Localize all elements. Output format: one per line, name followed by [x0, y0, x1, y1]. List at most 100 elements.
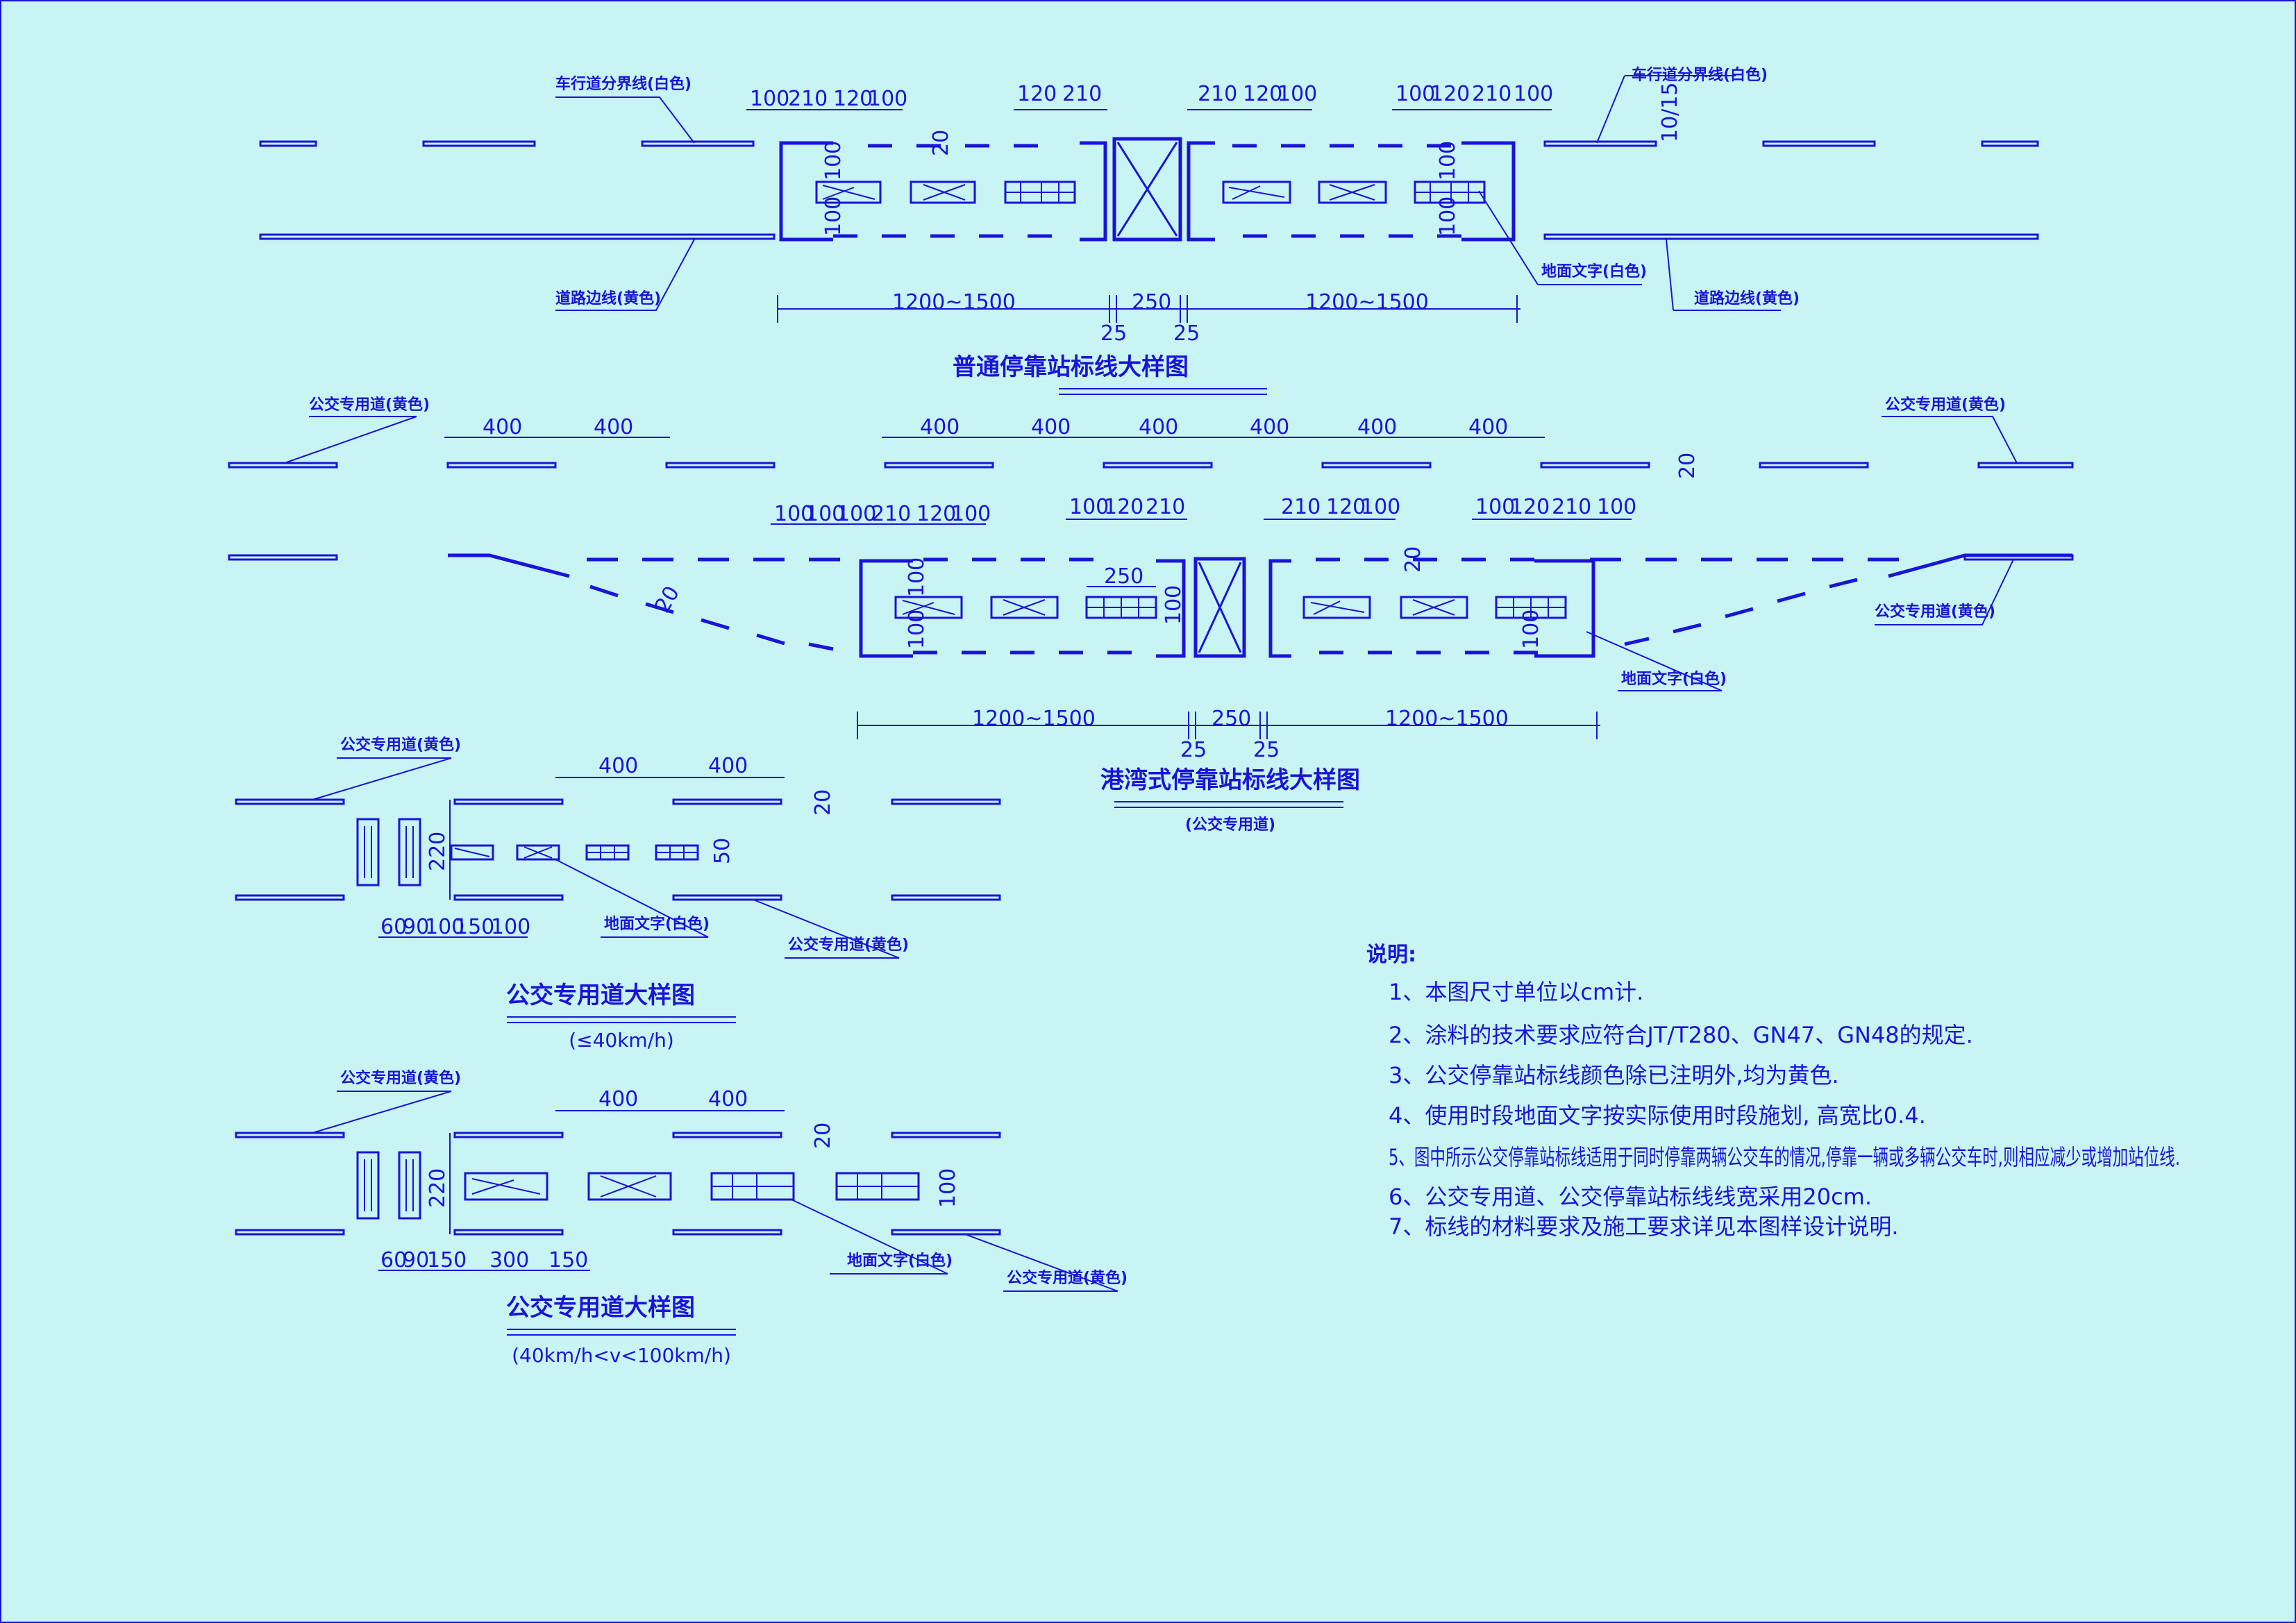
fig1-leaders: [555, 75, 1781, 311]
fig4-lines: [235, 1132, 1001, 1236]
fig4-dim: 150: [548, 1248, 588, 1272]
fig3-dim-400: 400: [708, 754, 748, 778]
fig2-dim-20: 20: [1675, 453, 1700, 479]
fig4-dim: 90: [403, 1248, 429, 1272]
fig2-leader-ground: [1586, 631, 1723, 691]
fig2-dim: 100: [774, 502, 814, 526]
figure-2-bay-bus-stop: 400 400 400 400 400 400 400 400 20 100 1…: [228, 396, 2074, 834]
ground-text-glyph: [450, 844, 494, 861]
fig2-dim-400: 400: [1357, 415, 1397, 439]
fig3-subtitle: (≤40km/h): [569, 1029, 674, 1052]
fig4-label-bus-lane: 公交专用道(黄色): [340, 1069, 461, 1087]
fig1-dim: 210: [1472, 82, 1511, 106]
fig2-dim: 210: [1552, 495, 1591, 519]
fig2-dim-25: 25: [1253, 738, 1280, 762]
fig2-bay-left: [859, 557, 1186, 658]
fig1-dim: 100: [1277, 82, 1317, 106]
fig2-dim: 100: [837, 502, 876, 526]
fig1-dim: 120: [1243, 82, 1282, 106]
fig3-label-bus-lane-lower: 公交专用道(黄色): [788, 936, 909, 954]
fig3-dim-50: 50: [710, 838, 735, 864]
fig2-subtitle: (公交专用道): [1185, 816, 1275, 834]
fig2-bay-right: [1268, 557, 1595, 658]
fig3-leader-ground: [555, 859, 709, 938]
fig1-label-lane-divider-right: 车行道分界线(白色): [1632, 66, 1768, 84]
fig4-dim-220: 220: [426, 1168, 450, 1208]
fig1-lane-dashes: [259, 140, 2039, 240]
fig2-dim: 100: [905, 609, 929, 649]
fig4-leader-bus-lane-lower: [964, 1234, 1118, 1292]
ground-text-glyph: [516, 844, 560, 861]
fig3-dim-20: 20: [811, 789, 835, 816]
ground-text-glyph: [464, 1172, 548, 1201]
fig3-leader-bus-lane: [312, 757, 452, 800]
fig1-dim-offset: 10/15: [1658, 83, 1682, 142]
fig4-dim: 300: [489, 1248, 529, 1272]
fig1-dim: 120: [833, 87, 873, 111]
fig3-lines: [235, 798, 1001, 901]
fig1-dim: 100: [821, 196, 846, 236]
fig2-dim: 120: [916, 502, 956, 526]
fig1-bay-right: [1187, 141, 1516, 242]
fig2-dim-400: 400: [483, 415, 522, 439]
figure-4-bus-lane-high-speed: 400 400 220 100 20 60 90 150 300 150 公交专…: [235, 1069, 1128, 1367]
fig3-label-ground-text: 地面文字(白色): [604, 915, 710, 933]
ground-text-glyph: [587, 1172, 672, 1201]
fig2-leader-left: [284, 416, 417, 464]
fig1-dim: 20: [929, 130, 953, 156]
fig2-dim: 20: [1401, 546, 1425, 573]
ground-text-glyph: [1222, 180, 1291, 204]
figure-1-regular-bus-stop: 车行道分界线(白色) 道路边线(黄色) 车行道分界线(白色) 道路边线(黄色) …: [259, 66, 2039, 395]
fig1-span-dims: [777, 295, 1520, 323]
fig2-leader-right-lower: [1875, 559, 2014, 625]
fig2-taper-lines: [448, 553, 2072, 651]
fig2-dim: 210: [871, 502, 911, 526]
note-item: 1、本图尺寸单位以cm计.: [1389, 979, 1643, 1005]
fig3-title: 公交专用道大样图: [506, 982, 695, 1009]
fig1-dim: 210: [788, 87, 828, 111]
fig3-time-text-box: [356, 818, 380, 886]
fig2-dim: 210: [1281, 495, 1321, 519]
fig1-span-left: 1200~1500: [892, 290, 1016, 314]
fig3-dim: 100: [491, 915, 530, 939]
fig2-dim-400: 400: [920, 415, 960, 439]
fig3-time-text-box: [398, 818, 421, 886]
fig2-label-ground-text: 地面文字(白色): [1621, 670, 1727, 688]
ground-text-glyph: [1302, 596, 1371, 619]
fig1-dim: 100: [821, 141, 846, 180]
figure-3-bus-lane-low-speed: 400 400 220 50 20 60 90 100 150 100 公交专用…: [235, 736, 1001, 1052]
fig4-label-bus-lane-lower: 公交专用道(黄色): [1007, 1269, 1128, 1287]
fig2-dim-400: 400: [1468, 415, 1508, 439]
fig3-dim: 100: [425, 915, 464, 939]
ground-text-glyph: [990, 596, 1059, 619]
fig2-span-left: 1200~1500: [972, 707, 1096, 731]
fig3-dim-220: 220: [426, 832, 450, 871]
fig2-dim: 100: [805, 502, 845, 526]
fig2-label-bus-lane-right-lower: 公交专用道(黄色): [1875, 603, 1995, 621]
fig4-leader-bus-lane: [312, 1091, 452, 1134]
fig1-dim-25: 25: [1100, 321, 1127, 346]
fig2-dim: 100: [1597, 495, 1636, 519]
fig4-dim-400: 400: [708, 1087, 748, 1111]
notes-heading: 说明:: [1366, 943, 1416, 967]
fig2-dim-250: 250: [1104, 564, 1143, 589]
fig1-label-road-edge-left: 道路边线(黄色): [555, 289, 661, 308]
fig1-label-lane-divider: 车行道分界线(白色): [555, 75, 692, 93]
fig2-dim: 120: [1510, 495, 1550, 519]
fig4-title: 公交专用道大样图: [506, 1294, 695, 1322]
fig2-label-bus-lane-left: 公交专用道(黄色): [309, 396, 430, 414]
fig1-bay-left: [779, 141, 1107, 242]
ground-text-glyph: [1318, 180, 1387, 204]
fig4-subtitle: (40km/h<v<100km/h): [512, 1344, 731, 1367]
fig2-label-bus-lane-right: 公交专用道(黄色): [1885, 396, 2006, 414]
fig3-dim-400: 400: [598, 754, 638, 778]
fig2-bus-box: [1193, 557, 1246, 658]
fig2-span-mid: 250: [1212, 707, 1251, 731]
fig1-title: 普通停靠站标线大样图: [953, 353, 1189, 381]
ground-text-glyph: [894, 596, 963, 619]
fig4-dim-20: 20: [811, 1122, 835, 1149]
fig1-dim: 210: [1062, 82, 1102, 106]
fig1-dim: 100: [1436, 196, 1460, 236]
